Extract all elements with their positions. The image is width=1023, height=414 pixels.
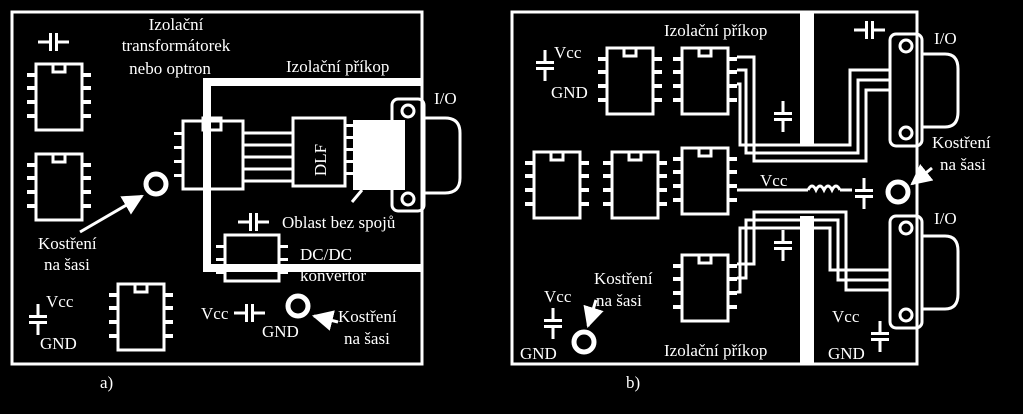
panel-a-chip-1: [25, 62, 93, 132]
panel-b-capacitor-vcc-bl: [542, 306, 564, 341]
panel-a-ground-hole-right: [288, 296, 308, 316]
panel-b-chip-1: [596, 46, 664, 116]
panel-a-ground-left-label-2: na šasi: [44, 255, 90, 274]
panel-b-vcc-top-label: Vcc: [554, 43, 582, 62]
panel-a-dlf-filter: [291, 116, 347, 188]
panel-a-isolation-moat: [203, 78, 422, 272]
panel-b-capacitor-io: [852, 19, 887, 41]
panel-b-ground-hole-left: [574, 332, 594, 352]
panel-b-vcc-mid-label: Vcc: [760, 171, 788, 190]
panel-b-io-bottom-label: I/O: [934, 209, 957, 228]
panel-b-inductor: [806, 184, 842, 194]
panel-b-moat-bottom: [800, 216, 814, 364]
panel-a-dcdc-label-1: DC/DC: [300, 245, 352, 264]
panel-a-gnd-label-1: GND: [40, 334, 77, 353]
panel-a-transformer: [181, 119, 245, 191]
panel-a-gnd-label-2: GND: [262, 322, 299, 341]
panel-b-io-top-label: I/O: [934, 29, 957, 48]
panel-b: Izolační příkop Izolační příkop Vcc GND …: [510, 10, 991, 392]
panel-b-io-connector-bottom: [888, 214, 960, 330]
panel-b-ground-hole-right: [888, 182, 908, 202]
panel-b-moat-bottom-label: Izolační příkop: [664, 341, 767, 360]
panel-a-dcdc-converter: [216, 233, 288, 283]
panel-a-ground-left-label-1: Kostření: [38, 234, 97, 253]
panel-a-capacitor-dcdc: [236, 211, 271, 233]
panel-b-chip-3: [523, 150, 591, 220]
panel-b-chip-2: [671, 46, 739, 116]
panel-a-board-outline: [10, 10, 424, 366]
panel-b-capacitor-vcc-br: [869, 319, 891, 354]
panel-b-capacitor-mid: [853, 176, 875, 211]
panel-b-chip-6: [671, 253, 739, 323]
panel-a-dcdc-label-2: konvertor: [300, 266, 366, 285]
panel-b-capacitor-bottom: [772, 228, 794, 263]
panel-b-caption: b): [626, 373, 640, 392]
panel-b-gnd-top-label: GND: [551, 83, 588, 102]
panel-a-moat-label: Izolační příkop: [286, 57, 389, 76]
panel-b-ground-left-label-1: Kostření: [594, 269, 653, 288]
panel-a-chip-2: [25, 152, 93, 222]
panel-b-board-outline: [510, 10, 919, 366]
panel-b-gnd-bl-label: GND: [520, 344, 557, 363]
panel-b-gnd-br-label: GND: [828, 344, 865, 363]
panel-a-io-label: I/O: [434, 89, 457, 108]
panel-a-chip-3: [107, 282, 175, 352]
panel-b-moat-top: [800, 12, 814, 144]
panel-b-traces-top: [737, 55, 890, 163]
panel-a-no-link-area: [353, 120, 405, 190]
panel-a: DLF: [10, 10, 462, 392]
panel-b-ground-right-label-1: Kostření: [932, 133, 991, 152]
panel-b-io-connector-top: [888, 32, 960, 148]
panel-a-ground-right-label-1: Kostření: [338, 307, 397, 326]
panel-b-ground-left-label-2: na šasi: [596, 291, 642, 310]
panel-a-capacitor-bottom: [232, 302, 267, 324]
panel-b-traces-bottom: [737, 210, 890, 294]
panel-a-transformer-label-3: nebo optron: [129, 59, 211, 78]
panel-b-moat-top-label: Izolační příkop: [664, 21, 767, 40]
panel-a-ground-hole-left: [146, 174, 166, 194]
panel-a-vcc-label-2: Vcc: [201, 304, 229, 323]
panel-b-vcc-bl-label: Vcc: [544, 287, 572, 306]
panel-a-capacitor-top: [36, 31, 71, 53]
panel-a-transformer-label-1: Izolační: [149, 15, 204, 34]
panel-a-vcc-label-1: Vcc: [46, 292, 74, 311]
panel-b-chip-4: [601, 150, 669, 220]
panel-b-chip-5: [671, 146, 739, 216]
panel-b-vcc-br-label: Vcc: [832, 307, 860, 326]
panel-a-caption: a): [100, 373, 113, 392]
panel-a-nolink-label: Oblast bez spojů: [282, 213, 396, 232]
panel-a-dlf-label: DLF: [311, 144, 330, 176]
panel-a-signal-traces: [243, 131, 293, 183]
panel-a-io-connector: [390, 97, 462, 213]
panel-b-ground-right-label-2: na šasi: [940, 155, 986, 174]
panel-b-capacitor-top: [772, 99, 794, 134]
panel-a-transformer-label-2: transformátorek: [122, 36, 231, 55]
panel-a-capacitor-left: [27, 302, 49, 337]
panel-b-capacitor-vcc-top: [534, 48, 556, 83]
panel-a-ground-right-label-2: na šasi: [344, 329, 390, 348]
